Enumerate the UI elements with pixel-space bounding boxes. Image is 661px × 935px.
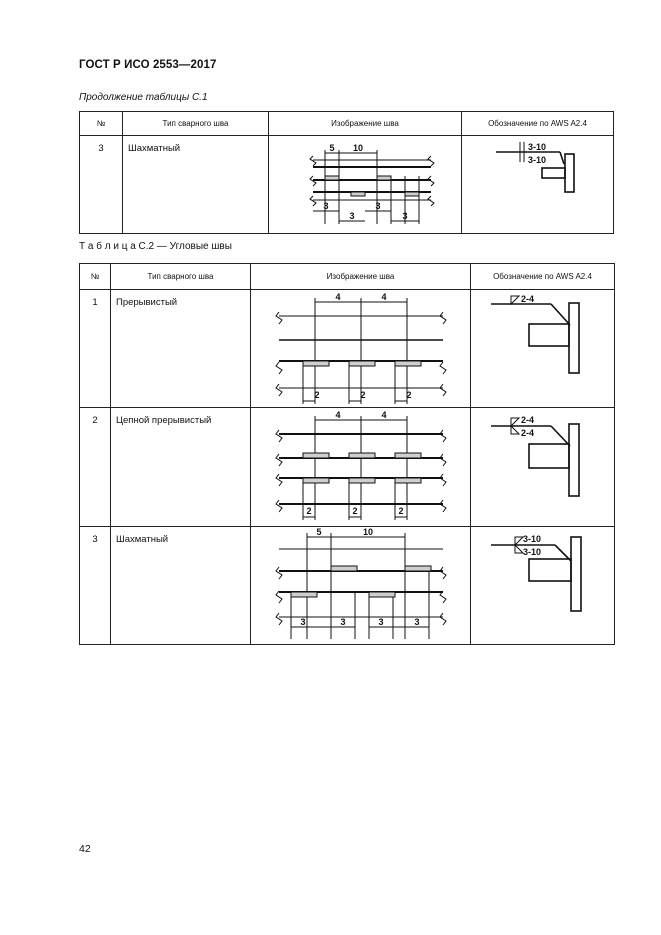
dim-bottom-1: 2 <box>314 390 319 400</box>
table-row: 3 Шахматный <box>79 135 614 234</box>
aws-symbol-cell: 2-4 2-4 <box>470 407 615 527</box>
table-row: 3 Шахматный <box>79 526 615 645</box>
dim-top-2: 4 <box>381 292 386 302</box>
col-header-weld-type: Тип сварного шва <box>110 263 251 290</box>
col-header-aws-symbol: Обозначение по AWS A2.4 <box>461 111 614 136</box>
intermittent-weld-drawing: 4 4 2 2 2 <box>275 292 447 404</box>
dim-top-2: 10 <box>363 527 373 537</box>
dim-bottom-4: 3 <box>414 617 419 627</box>
table-header-row: № Тип сварного шва Изображение шва Обозн… <box>79 263 615 290</box>
aws-symbol-cell: 3-10 3-10 <box>470 526 615 645</box>
dim-top-2: 10 <box>353 143 363 153</box>
aws-weld-symbol: 2-4 2-4 <box>491 415 580 497</box>
page-number: 42 <box>79 843 91 855</box>
dim-top-1: 5 <box>329 143 334 153</box>
symbol-label-top: 3-10 <box>523 534 541 544</box>
dim-bottom-1: 3 <box>323 201 328 211</box>
col-header-weld-image: Изображение шва <box>268 111 462 136</box>
weld-image-cell: 4 4 2 2 2 <box>250 289 471 408</box>
col-header-number: № <box>79 263 111 290</box>
col-header-number: № <box>79 111 123 136</box>
dim-bottom-2: 2 <box>352 506 357 516</box>
row-number: 3 <box>79 135 123 234</box>
staggered-weld-drawing: 5 10 3 3 3 3 <box>309 143 435 224</box>
dim-bottom-3: 3 <box>378 617 383 627</box>
col-header-weld-type: Тип сварного шва <box>122 111 269 136</box>
dim-bottom-3: 2 <box>398 506 403 516</box>
symbol-label: 2-4 <box>521 294 534 304</box>
weld-image-cell: 5 10 3 3 3 3 <box>250 526 471 645</box>
dim-bottom-3: 2 <box>406 390 411 400</box>
dim-bottom-2: 3 <box>340 617 345 627</box>
symbol-label-bottom: 3-10 <box>523 547 541 557</box>
dim-bottom-1: 3 <box>300 617 305 627</box>
dim-top-1: 4 <box>335 410 340 420</box>
dim-bottom-2: 3 <box>375 201 380 211</box>
col-header-aws-symbol: Обозначение по AWS A2.4 <box>470 263 615 290</box>
document-header: ГОСТ Р ИСО 2553—2017 <box>79 59 217 71</box>
aws-weld-symbol: 2-4 <box>491 294 580 374</box>
symbol-label-top: 3-10 <box>528 142 546 152</box>
dim-bottom-1: 2 <box>306 506 311 516</box>
col-header-weld-image: Изображение шва <box>250 263 471 290</box>
weld-type: Прерывистый <box>110 289 251 408</box>
dim-bottom-3: 3 <box>349 211 354 221</box>
weld-image-cell: 4 4 2 2 2 <box>250 407 471 527</box>
weld-type: Цепной прерывистый <box>110 407 251 527</box>
table-row: 2 Цепной прерывистый <box>79 407 615 527</box>
aws-symbol-cell: 3-10 3-10 <box>461 135 614 234</box>
weld-type: Шахматный <box>122 135 269 234</box>
table-header-row: № Тип сварного шва Изображение шва Обозн… <box>79 111 614 136</box>
staggered-weld-drawing: 5 10 3 3 3 3 <box>275 527 447 639</box>
dim-top-2: 4 <box>381 410 386 420</box>
row-number: 3 <box>79 526 111 645</box>
table-c2-caption: Т а б л и ц а С.2 — Угловые швы <box>79 241 232 252</box>
weld-type: Шахматный <box>110 526 251 645</box>
chain-intermittent-weld-drawing: 4 4 2 2 2 <box>275 410 447 520</box>
table-c2-fillet-welds: № Тип сварного шва Изображение шва Обозн… <box>79 263 615 645</box>
symbol-label-bottom: 3-10 <box>528 155 546 165</box>
dim-top-1: 4 <box>335 292 340 302</box>
table-row: 1 Прерывистый <box>79 289 615 408</box>
aws-weld-symbol: 3-10 3-10 <box>491 534 582 612</box>
symbol-label-bottom: 2-4 <box>521 428 534 438</box>
table-continuation-label: Продолжение таблицы С.1 <box>79 92 208 103</box>
dim-bottom-4: 3 <box>402 211 407 221</box>
dim-top-1: 5 <box>316 527 321 537</box>
row-number: 1 <box>79 289 111 408</box>
dim-bottom-2: 2 <box>360 390 365 400</box>
aws-weld-symbol: 3-10 3-10 <box>496 142 575 193</box>
symbol-label-top: 2-4 <box>521 415 534 425</box>
weld-image-cell: 5 10 3 3 3 3 <box>268 135 462 234</box>
aws-symbol-cell: 2-4 <box>470 289 615 408</box>
row-number: 2 <box>79 407 111 527</box>
table-c1-continuation: № Тип сварного шва Изображение шва Обозн… <box>79 111 614 234</box>
